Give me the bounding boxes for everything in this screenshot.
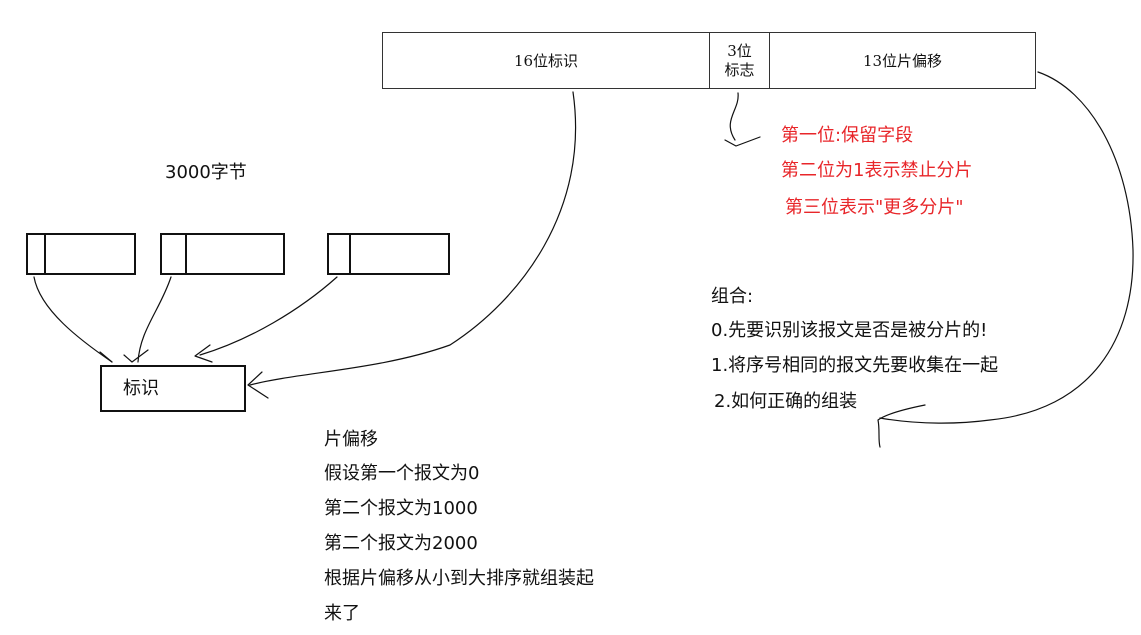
header-field-bar: 16位标识 3位 标志 13位片偏移 bbox=[382, 32, 1036, 89]
offset-note-5: 来了 bbox=[324, 603, 360, 624]
offset-note-2: 第二个报文为1000 bbox=[324, 498, 478, 519]
flag-bit-2-note: 第二位为1表示禁止分片 bbox=[781, 160, 973, 181]
offset-note-1: 假设第一个报文为0 bbox=[324, 463, 480, 484]
fragment-box-2 bbox=[160, 233, 285, 275]
fragment-header-1 bbox=[28, 235, 46, 273]
id-box-arrowhead bbox=[247, 371, 269, 399]
reassembly-step-0: 0.先要识别该报文是否是被分片的! bbox=[711, 320, 988, 341]
fragment-2-connector bbox=[137, 276, 172, 363]
flag-bit-1-note: 第一位:保留字段 bbox=[781, 125, 914, 146]
identification-field: 16位标识 bbox=[383, 33, 710, 88]
fragments-size-label: 3000字节 bbox=[165, 162, 247, 183]
id-field-to-box-connector bbox=[249, 91, 577, 386]
offset-note-4: 根据片偏移从小到大排序就组装起 bbox=[324, 568, 594, 589]
fragment-header-3 bbox=[329, 235, 351, 273]
offset-note-title: 片偏移 bbox=[324, 429, 378, 450]
reassembly-step-1: 1.将序号相同的报文先要收集在一起 bbox=[711, 355, 999, 376]
flags-field: 3位 标志 bbox=[710, 33, 770, 88]
flags-field-label-line2: 标志 bbox=[724, 60, 755, 79]
fragment-box-1 bbox=[26, 233, 136, 275]
fragment-1-arrowhead bbox=[99, 351, 113, 363]
fragment-box-3 bbox=[327, 233, 450, 275]
reassembly-step-2: 2.如何正确的组装 bbox=[714, 391, 858, 412]
flags-field-label-line1: 3位 bbox=[727, 41, 752, 60]
offset-note-3: 第二个报文为2000 bbox=[324, 533, 478, 554]
flag-bit-3-note: 第三位表示"更多分片" bbox=[785, 197, 964, 218]
fragment-3-arrowhead bbox=[194, 344, 213, 363]
identification-box-label: 标识 bbox=[123, 378, 159, 399]
identification-box: 标识 bbox=[100, 365, 246, 412]
fragment-offset-field-label: 13位片偏移 bbox=[862, 52, 943, 70]
offset-field-to-reassembly-connector bbox=[879, 71, 1134, 424]
identification-field-label: 16位标识 bbox=[513, 52, 579, 70]
fragment-2-arrowhead bbox=[123, 349, 149, 363]
fragment-offset-field: 13位片偏移 bbox=[770, 33, 1035, 88]
reassembly-title: 组合: bbox=[711, 286, 754, 307]
fragment-1-connector bbox=[33, 276, 113, 363]
reassembly-arrowhead bbox=[877, 404, 926, 448]
fragment-3-connector bbox=[199, 276, 338, 356]
flags-notes-arrowhead bbox=[724, 136, 761, 147]
fragment-header-2 bbox=[162, 235, 187, 273]
flags-to-notes-connector bbox=[729, 92, 739, 141]
